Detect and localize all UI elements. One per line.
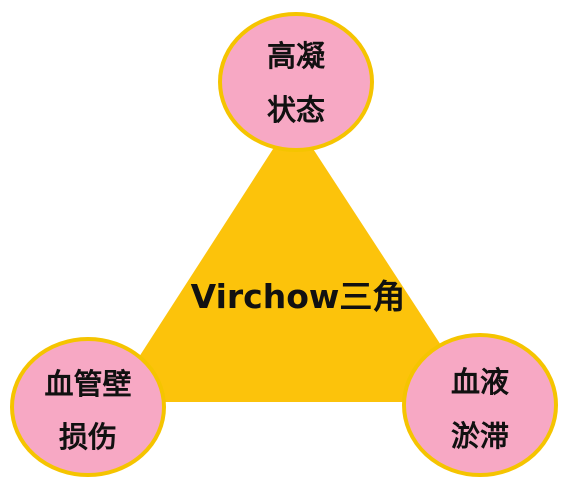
- node-bottom-left-circle: [10, 337, 166, 477]
- node-bottom-left-label-line2: 损伤: [59, 420, 117, 454]
- node-bottom-left-label-line1: 血管壁: [44, 367, 131, 401]
- node-bottom-right: 血液 淤滞: [402, 333, 558, 477]
- node-bottom-left: 血管壁 损伤: [10, 337, 166, 477]
- node-top-label-line2: 状态: [267, 93, 325, 127]
- node-bottom-right-label-line2: 淤滞: [451, 419, 509, 453]
- triad-triangle: [110, 118, 478, 402]
- node-top-label-line1: 高凝: [267, 39, 326, 73]
- node-bottom-right-circle: [402, 333, 558, 477]
- node-top-circle: [218, 12, 374, 152]
- node-bottom-right-label-line1: 血液: [451, 365, 509, 399]
- node-top: 高凝 状态: [218, 12, 374, 152]
- center-label: Virchow三角: [191, 277, 406, 316]
